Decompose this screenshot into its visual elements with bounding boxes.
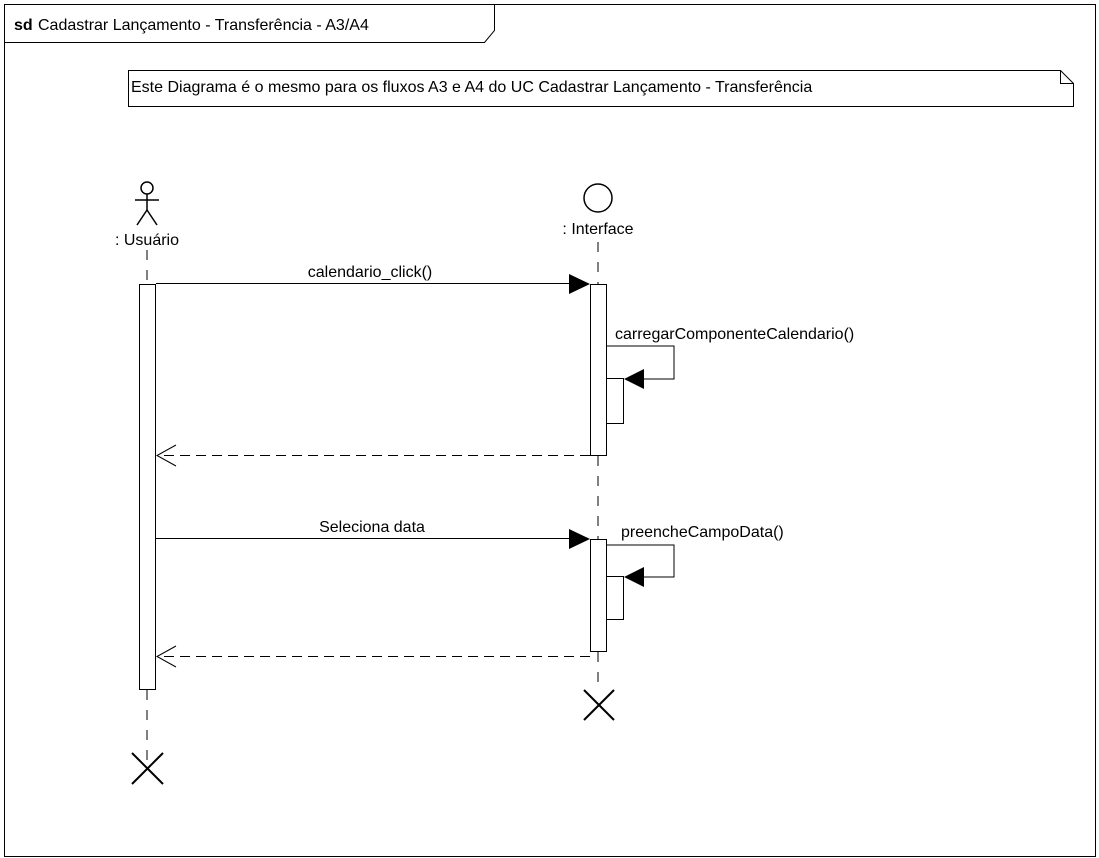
arrowhead-filled [569, 529, 590, 549]
arrowhead-filled [624, 369, 644, 389]
activation-interface-2 [590, 539, 607, 652]
message-label-preenche-campo-data: preencheCampoData() [621, 524, 784, 541]
activation-interface-1-nested [606, 378, 624, 424]
lifeline-usuario-label: : Usuário [115, 232, 179, 249]
frame-keyword: sd [14, 17, 33, 34]
arrowhead-open [155, 645, 177, 668]
destroy-marker-interface [583, 689, 615, 721]
message-label-carregar-componente-calendario: carregarComponenteCalendario() [615, 326, 854, 343]
arrowhead-filled [569, 274, 590, 294]
lifeline-interface-label: : Interface [562, 221, 633, 238]
note-fold [1060, 70, 1074, 84]
frame-title: Cadastrar Lançamento - Transferência - A… [38, 17, 369, 34]
message-carregar-componente-calendario [607, 345, 675, 380]
interface-boundary-icon [583, 183, 613, 213]
frame-tab [4, 4, 495, 43]
activation-usuario [139, 284, 156, 690]
message-label-seleciona-data: Seleciona data [319, 519, 425, 536]
note-box [128, 70, 1074, 107]
message-preenche-campo-data [607, 544, 675, 578]
arrowhead-open [155, 444, 177, 467]
actor-usuario [135, 181, 159, 226]
arrowhead-filled [624, 567, 644, 587]
destroy-marker-usuario [131, 752, 164, 785]
diagram-frame [4, 4, 1096, 857]
message-label-calendario-click: calendario_click() [308, 264, 433, 281]
activation-interface-2-nested [606, 576, 624, 620]
activation-interface-1 [590, 284, 607, 456]
note-text: Este Diagrama é o mesmo para os fluxos A… [131, 79, 812, 96]
